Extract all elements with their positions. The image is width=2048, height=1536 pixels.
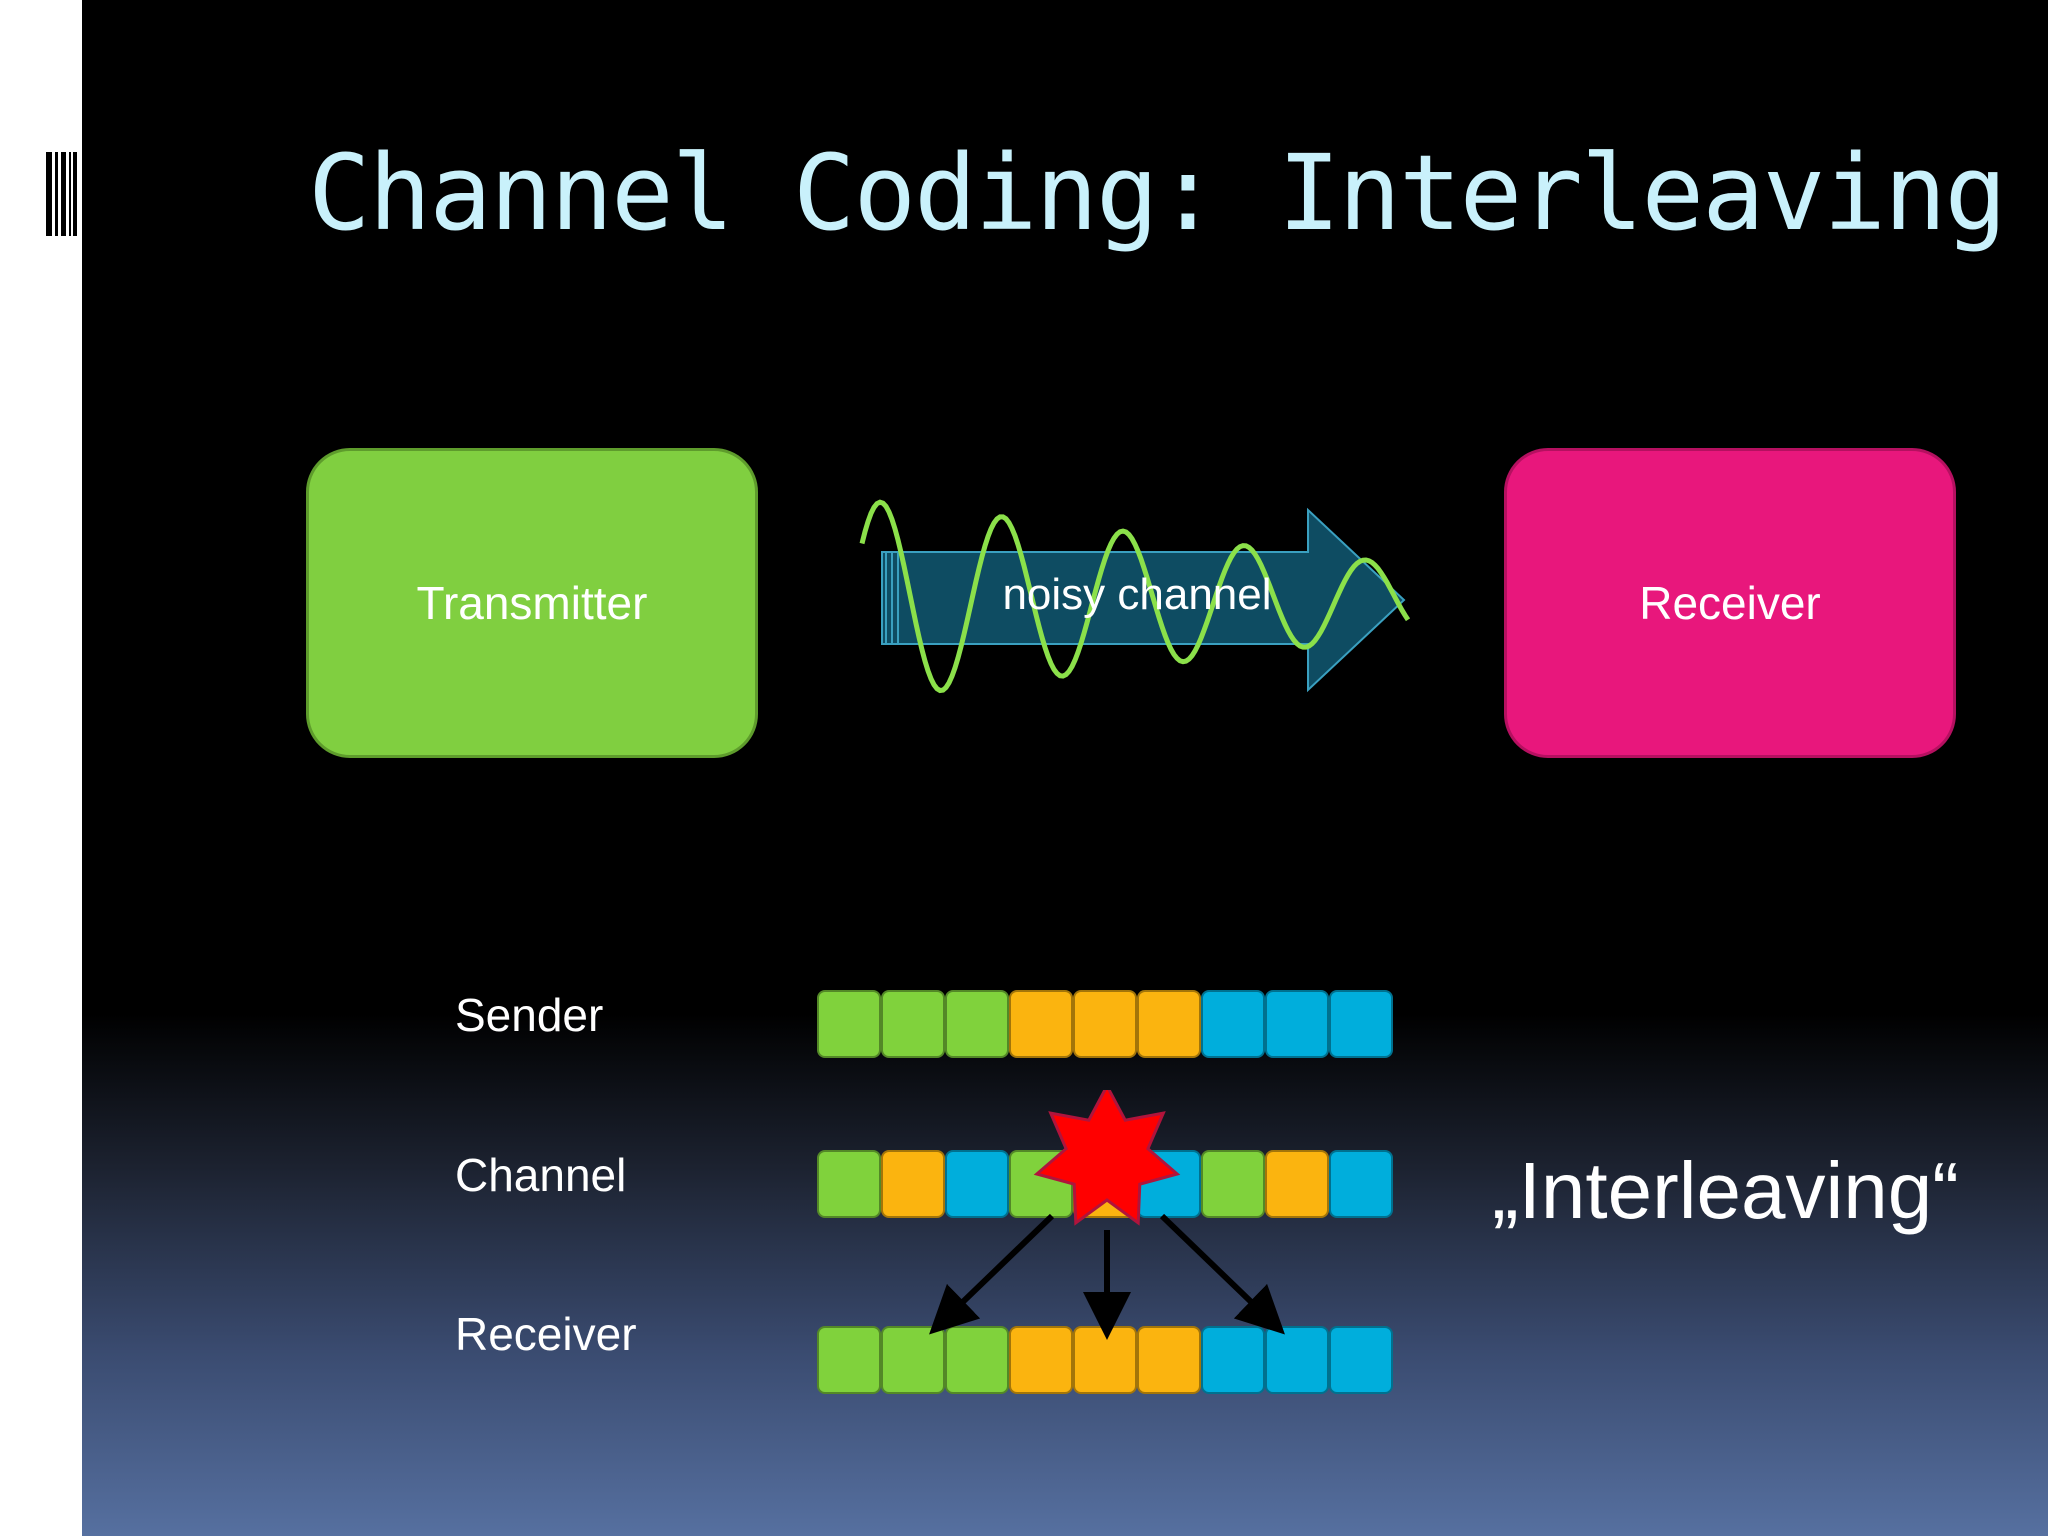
receiver-box: Receiver [1504,448,1956,758]
slide-title: Channel Coding: Interleaving [308,132,2007,254]
burst-error-star-icon [1033,1090,1181,1226]
receiver-row-label: Receiver [455,1308,637,1360]
data-block [1201,990,1265,1058]
interleaving-label: „Interleaving“ [1492,1146,1959,1235]
data-block [817,1150,881,1218]
sender-row-label: Sender [455,989,604,1041]
data-block [1201,1326,1265,1394]
data-block [1265,990,1329,1058]
data-block [1265,1150,1329,1218]
channel-row-label: Channel [455,1149,627,1201]
decorative-barcode [46,152,80,236]
data-block [1137,990,1201,1058]
data-block [945,990,1009,1058]
data-block [1329,990,1393,1058]
transmitter-box: Transmitter [306,448,758,758]
data-block [1137,1326,1201,1394]
sender-block-row [817,990,1395,1058]
data-block [1329,1326,1393,1394]
data-block [945,1326,1009,1394]
transmitter-label: Transmitter [416,577,648,629]
receiver-label: Receiver [1639,577,1821,629]
data-block [817,1326,881,1394]
noise-wave [859,499,1411,694]
data-block [1009,990,1073,1058]
channel-arrow-shape [881,507,1406,693]
data-block [945,1150,1009,1218]
slide-canvas: Channel Coding: Interleaving Transmitter… [82,0,2048,1536]
data-block [817,990,881,1058]
data-block [1009,1326,1073,1394]
burst-error-graphic [929,1090,1285,1340]
channel-label: noisy channel [1002,570,1272,619]
burst-arrow-right [1159,1213,1285,1335]
data-block [1265,1326,1329,1394]
data-block [881,1326,945,1394]
burst-arrow-left [929,1213,1055,1335]
data-block [1329,1150,1393,1218]
data-block [881,1150,945,1218]
data-block [1073,990,1137,1058]
noisy-channel-arrow [859,499,1411,694]
data-block [1201,1150,1265,1218]
data-block [881,990,945,1058]
